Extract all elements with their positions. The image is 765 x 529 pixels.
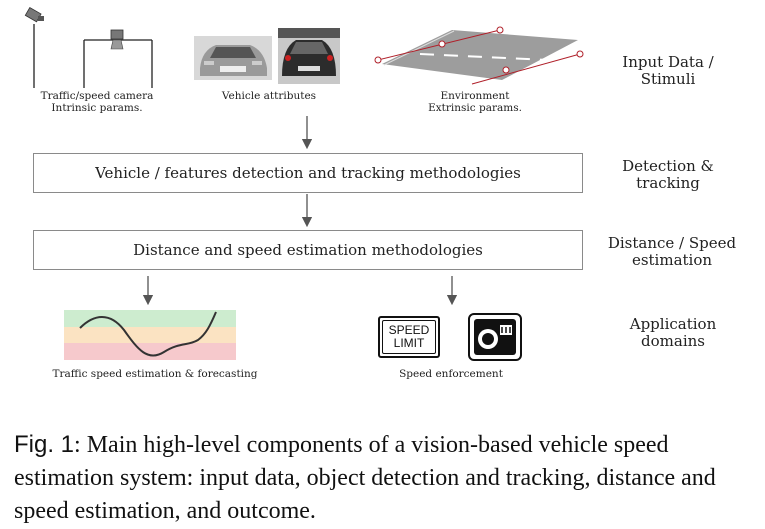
estimation-stage-box: Distance and speed estimation methodolog… <box>33 230 583 270</box>
estimation-stage-label: Distance and speed estimation methodolog… <box>133 241 483 259</box>
side-label-input: Input Data / Stimuli <box>608 54 728 88</box>
vehicle-label: Vehicle attributes <box>221 90 317 102</box>
vehicle-photos <box>194 28 340 84</box>
environment-label-line1: Environment <box>440 90 510 102</box>
side-label-detection: Detection & tracking <box>608 158 728 192</box>
side-label-input-line1: Input Data / <box>622 53 714 71</box>
side-label-estimation-line2: estimation <box>631 251 713 269</box>
camera-label: Traffic/speed camera Intrinsic params. <box>22 90 172 114</box>
speed-limit-sign-icon: SPEED LIMIT <box>378 316 440 358</box>
side-label-detection-line1: Detection & <box>622 157 714 175</box>
traffic-speed-chart-illustration <box>64 310 236 360</box>
traffic-camera-illustration <box>24 6 153 88</box>
figure-caption-text: : Main high-level components of a vision… <box>14 432 716 524</box>
environment-label: Environment Extrinsic params. <box>400 90 550 114</box>
car-front-photo-dark <box>278 28 340 84</box>
side-label-application-line2: domains <box>641 332 705 350</box>
side-label-estimation: Distance / Speed estimation <box>602 235 742 269</box>
environment-label-line2: Extrinsic params. <box>428 102 522 114</box>
side-label-input-line2: Stimuli <box>640 70 696 88</box>
camera-label-line1: Traffic/speed camera <box>40 90 154 102</box>
calibration-line-2 <box>471 53 581 85</box>
band-green <box>64 310 236 327</box>
figure-caption: Fig. 1: Main high-level components of a … <box>14 428 759 528</box>
side-label-application: Application domains <box>608 316 738 350</box>
band-yellow <box>64 327 236 343</box>
road-environment-illustration <box>374 26 584 85</box>
flow-arrows <box>142 116 458 306</box>
side-label-estimation-line1: Distance / Speed <box>607 234 737 252</box>
speed-limit-sign-line2: LIMIT <box>393 336 425 350</box>
figure-caption-prefix: Fig. 1 <box>14 431 75 458</box>
pole-camera-icon <box>24 6 44 88</box>
gantry-camera-icon <box>83 29 153 88</box>
side-label-detection-line2: tracking <box>636 174 700 192</box>
detection-stage-label: Vehicle / features detection and trackin… <box>95 164 521 182</box>
traffic-label: Traffic speed estimation & forecasting <box>52 368 258 380</box>
speed-limit-sign-line1: SPEED <box>388 323 430 337</box>
speed-curve <box>79 311 217 357</box>
band-red <box>64 343 236 360</box>
camera-label-line2: Intrinsic params. <box>51 102 143 114</box>
speed-camera-icon <box>468 313 522 361</box>
detection-stage-box: Vehicle / features detection and trackin… <box>33 153 583 193</box>
car-front-photo-light <box>194 36 272 80</box>
enforcement-label: Speed enforcement <box>399 368 503 380</box>
lane-marking <box>419 53 549 61</box>
side-label-application-line1: Application <box>629 315 717 333</box>
